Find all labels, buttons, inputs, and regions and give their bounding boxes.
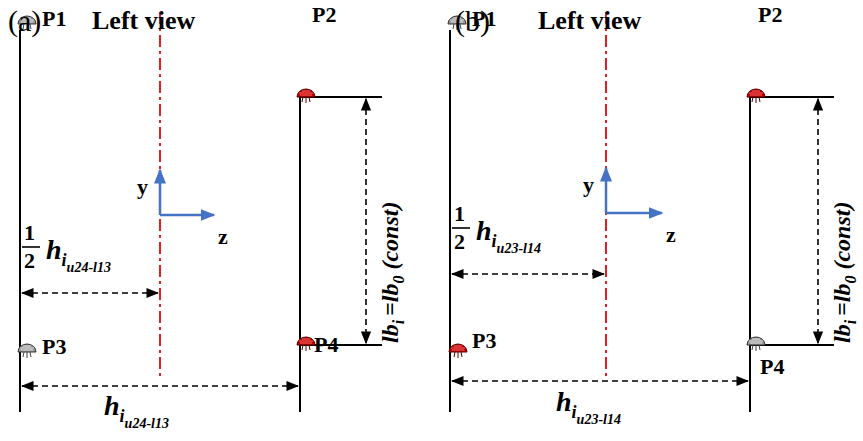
fraction-numerator-group: 1: [24, 222, 35, 244]
dimension-label: i: [120, 406, 125, 426]
point-label: P2: [758, 2, 782, 27]
fraction-numerator: 1: [24, 220, 35, 245]
point-label: P3: [472, 328, 496, 353]
fraction-numerator: 1: [454, 201, 465, 226]
point-label-group: P4: [314, 334, 338, 356]
fraction-denominator: 2: [24, 248, 35, 273]
view-title-group: Left view: [538, 8, 641, 34]
dimension-label-group: hiu23-l14: [556, 388, 621, 427]
dimension-label: (const): [377, 202, 403, 270]
dimension-label: =lb: [829, 284, 855, 316]
point-label-group: P2: [758, 4, 782, 26]
dimension-label: i: [572, 402, 577, 422]
panel-a-drawing: [18, 12, 382, 412]
dimension-label-group: lbi =lb0 (const): [378, 202, 407, 343]
dimension-label: i: [492, 231, 497, 251]
view-title-group: Left view: [92, 8, 195, 34]
dimension-label: 0: [842, 276, 859, 284]
axis-label-group: y: [137, 176, 148, 198]
dimension-label-group: lbi =lb0 (const): [830, 202, 859, 343]
point-label: P4: [314, 332, 338, 357]
dimension-label: 0: [390, 276, 407, 284]
axis-label-group: y: [583, 174, 594, 196]
axis-label: z: [218, 224, 228, 249]
point-label: P1: [472, 6, 496, 31]
axis-label: y: [137, 174, 148, 199]
panel-b-drawing: [448, 12, 834, 412]
dimension-label: u23-l14: [497, 241, 541, 256]
fraction-denominator-group: 2: [24, 250, 35, 272]
dimension-label: i: [842, 320, 859, 324]
view-title: Left view: [92, 6, 195, 35]
point-label-group: P2: [312, 4, 336, 26]
point-label: P3: [42, 334, 66, 359]
view-title: Left view: [538, 6, 641, 35]
dimension-label: h: [104, 390, 120, 421]
dimension-label: u24-l13: [125, 416, 169, 431]
dimension-label: i: [62, 250, 67, 270]
point-label: P2: [312, 2, 336, 27]
point-label: P4: [760, 354, 784, 379]
dimension-label-group: hiu24-l13: [46, 236, 111, 275]
dimension-label: h: [476, 215, 492, 246]
dimension-label: lb: [377, 324, 403, 343]
point-label-group: P3: [42, 336, 66, 358]
dimension-label-group: hiu23-l14: [476, 217, 541, 256]
fraction-denominator-group: 2: [454, 231, 465, 253]
dimension-label: h: [46, 234, 62, 265]
axis-label-group: z: [666, 224, 676, 246]
dimension-label-group: hiu24-l13: [104, 392, 169, 431]
fraction-denominator: 2: [454, 229, 465, 254]
panel-label: (a): [8, 4, 41, 37]
axis-label-group: z: [218, 226, 228, 248]
dimension-label: =lb: [377, 284, 403, 316]
dimension-label: lb: [829, 324, 855, 343]
point-label: P1: [42, 6, 66, 31]
point-label-group: P3: [472, 330, 496, 352]
axis-label: y: [583, 172, 594, 197]
panel-label-group: (a): [8, 6, 41, 36]
fraction-numerator-group: 1: [454, 203, 465, 225]
dimension-label: h: [556, 386, 572, 417]
dimension-label: i: [390, 320, 407, 324]
axis-label: z: [666, 222, 676, 247]
dimension-label: u24-l13: [67, 260, 111, 275]
dimension-label: u23-l14: [577, 412, 621, 427]
point-label-group: P1: [472, 8, 496, 30]
point-label-group: P4: [760, 356, 784, 378]
point-label-group: P1: [42, 8, 66, 30]
dimension-label: (const): [829, 202, 855, 270]
